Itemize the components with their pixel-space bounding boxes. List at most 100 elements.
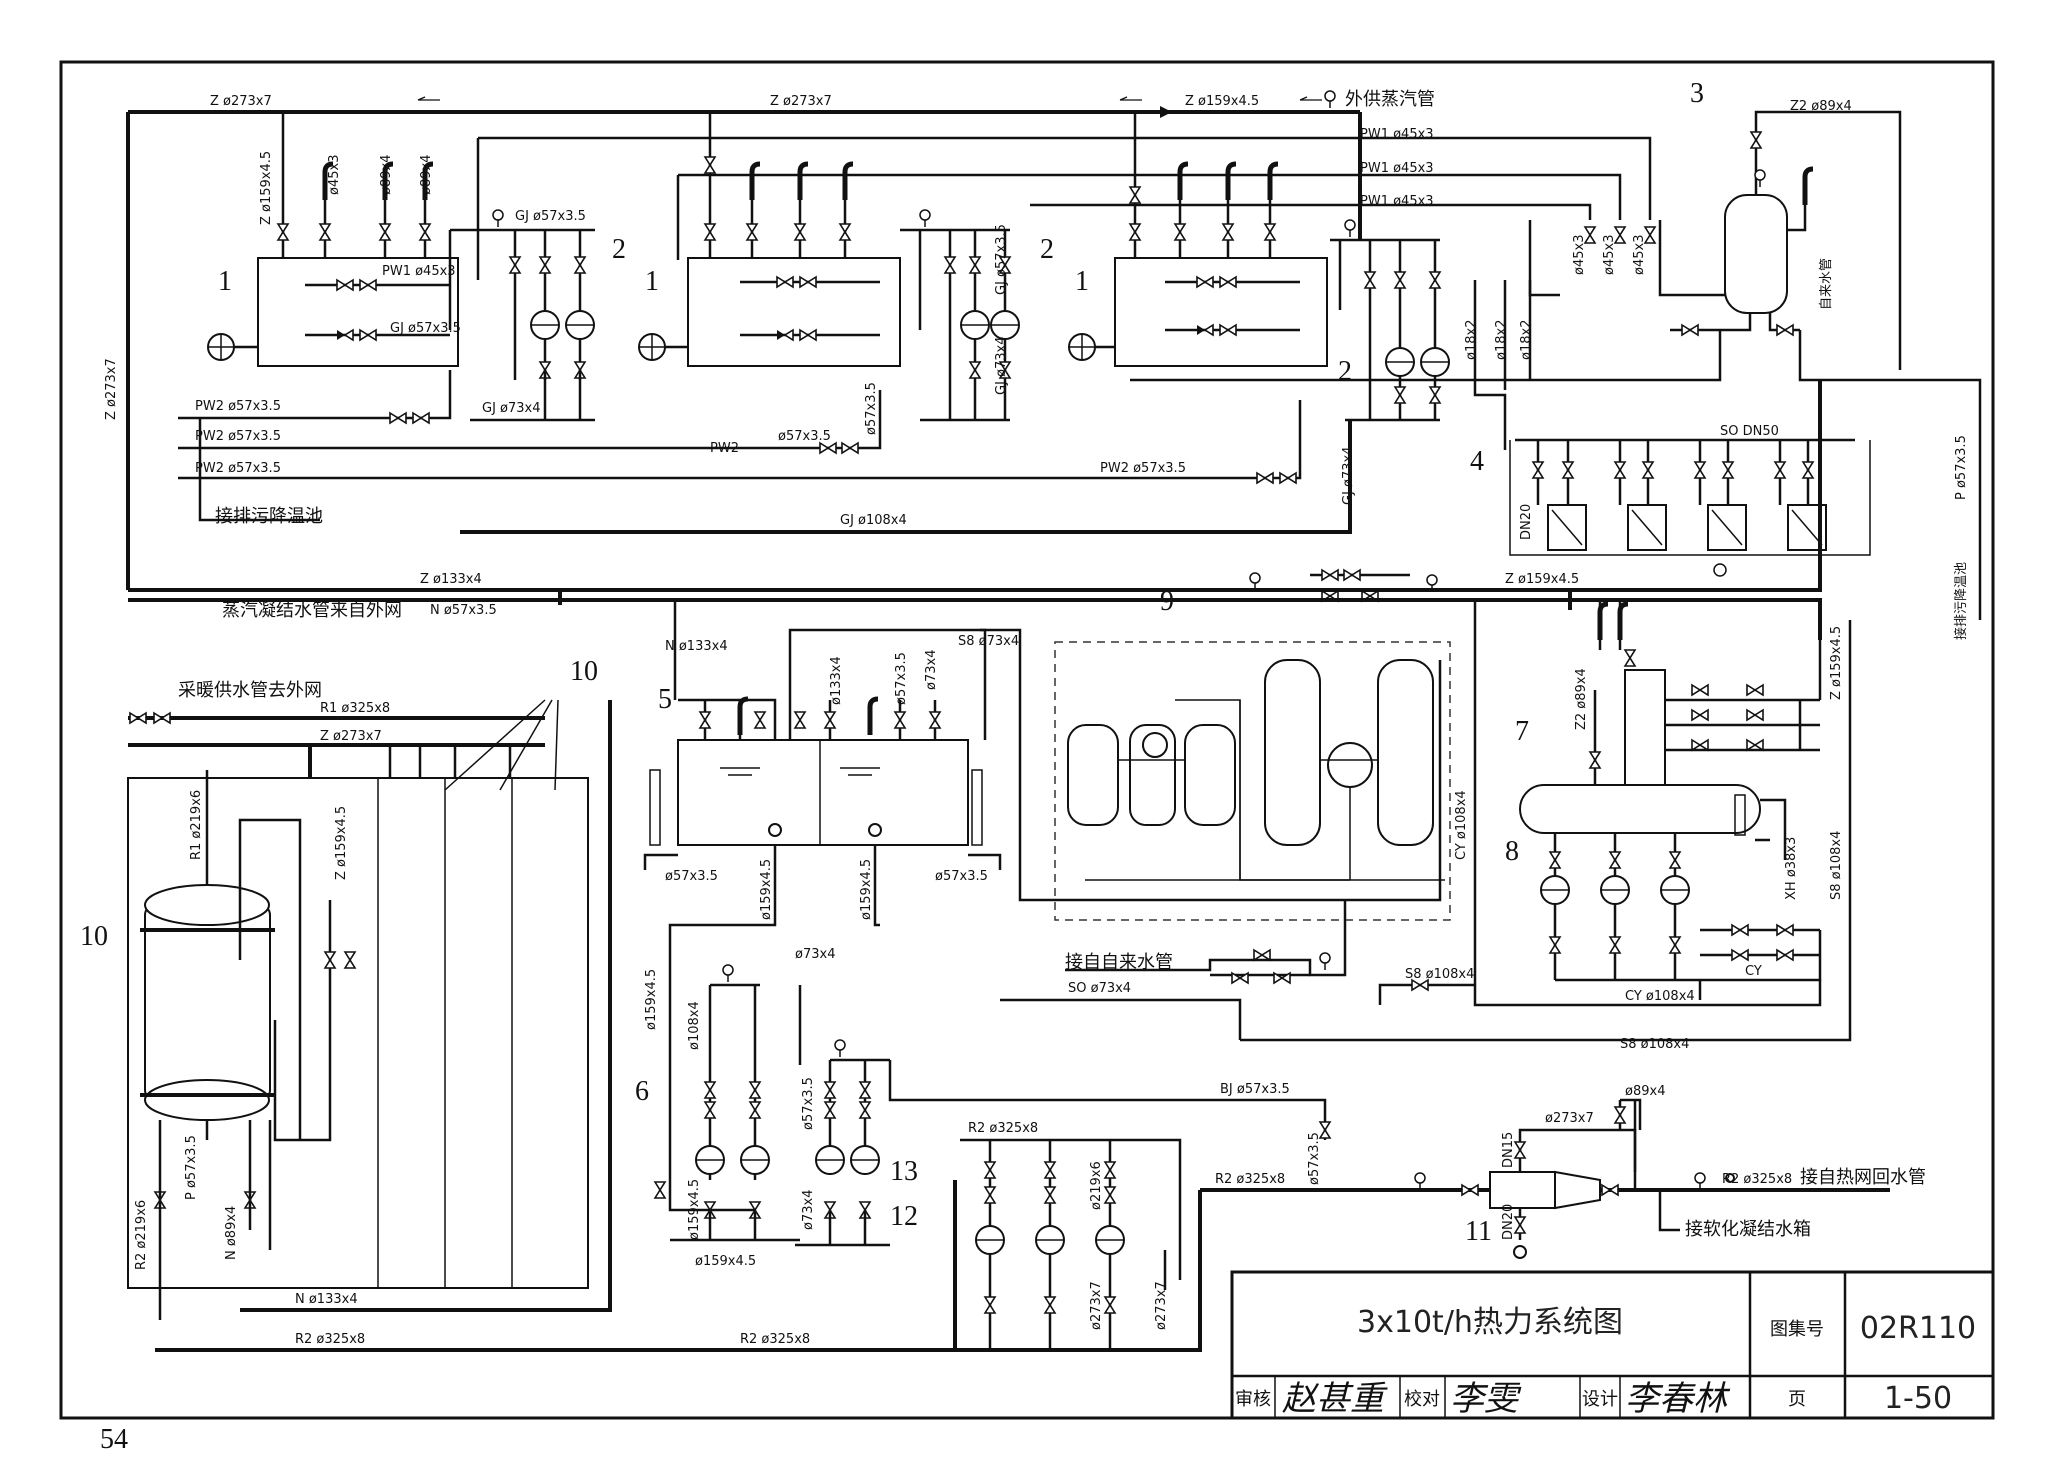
boiler-group (207, 112, 1328, 367)
condensate-tank-5 (643, 600, 1442, 1212)
pipe-label: XH ø38x3 (1784, 837, 1799, 900)
pipe-label: ø73x4 (801, 1190, 816, 1230)
check-signature: 李雯 (1450, 1379, 1522, 1419)
middle-lines (128, 380, 1822, 700)
pipe-label: SO DN50 (1720, 424, 1779, 439)
pipe-label: S8 ø108x4 (1620, 1037, 1689, 1052)
boiler-1 (257, 257, 459, 367)
equipment-tag: 1 (218, 266, 232, 297)
sewage-label: 接排污降温池 (215, 506, 323, 527)
pipe-label: DN20 (1519, 504, 1534, 540)
pipe-label: PW1 ø45x3 (1360, 194, 1434, 209)
equipment-tag: 8 (1505, 836, 1519, 867)
pipe-label: ø108x4 (687, 1001, 702, 1050)
pipe-label: ø273x7 (1154, 1281, 1169, 1330)
pipe-label: R2 ø325x8 (740, 1332, 810, 1347)
pipe-label: ø18x2 (1519, 320, 1534, 360)
equipment-tag: 2 (1040, 234, 1054, 265)
pipe-label: PW1 ø45x3 (382, 264, 456, 279)
page-label: 页 (1788, 1389, 1806, 1410)
equipment-tag: 7 (1515, 716, 1529, 747)
pipe-label: ø45x3 (327, 155, 342, 195)
sheet-border (59, 60, 1995, 1420)
dosing-devices (1473, 280, 1871, 577)
equipment-tag: 4 (1470, 446, 1484, 477)
pw1-lines (476, 136, 1652, 280)
pipe-label: GJ ø73x4 (482, 401, 541, 416)
equipment-tag: 10 (570, 656, 598, 687)
pipe-label: ø89x4 (379, 155, 394, 195)
pipe-label: Z ø159x4.5 (1505, 572, 1579, 587)
pipe-label: ø18x2 (1494, 320, 1509, 360)
pipe-label: P ø57x3.5 (184, 1135, 199, 1200)
pipe-label: PW2 (710, 441, 739, 456)
deaerator-7 (1000, 600, 1852, 1042)
pipe-label: N ø133x4 (665, 639, 728, 654)
design-label: 设计 (1582, 1389, 1618, 1410)
pipe-label: CY (1745, 964, 1762, 979)
pipe-label: PW2 ø57x3.5 (195, 399, 281, 414)
pipe-label: R1 ø325x8 (320, 701, 390, 716)
pipe-label: Z ø159x4.5 (1829, 626, 1844, 700)
pipe-label: ø45x3 (1572, 235, 1587, 275)
pipe-label: ø57x3.5 (935, 869, 988, 884)
review-signature: 赵甚重 (1282, 1379, 1388, 1419)
pipe-label: ø57x3.5 (864, 382, 879, 435)
pipe-label: ø159x4.5 (859, 859, 874, 920)
sheet-number: 54 (100, 1424, 128, 1455)
pipe-label: Z ø273x7 (320, 729, 382, 744)
tap-water-in-label: 接自自来水管 (1065, 952, 1173, 973)
check-label: 校对 (1404, 1389, 1440, 1410)
pipe-label: DN20 (1501, 1204, 1516, 1240)
gj-main (460, 420, 1352, 534)
pipe-label: ø273x7 (1089, 1281, 1104, 1330)
pipe-label: ø45x3 (1632, 235, 1647, 275)
pipe-label: N ø133x4 (295, 1292, 358, 1307)
equipment-tag: 9 (1160, 586, 1174, 617)
equipment-tag: 12 (890, 1201, 918, 1232)
pipe-label: ø159x4.5 (644, 969, 659, 1030)
heat-supply-out-label: 采暖供水管去外网 (178, 680, 322, 701)
deaerator-3 (1130, 110, 1982, 620)
pipe-label: PW2 ø57x3.5 (195, 429, 281, 444)
pipe-label: ø159x4.5 (759, 859, 774, 920)
pipe-label: PW1 ø45x3 (1360, 127, 1434, 142)
pipe-label: S8 ø108x4 (1405, 967, 1474, 982)
pipe-label: BJ ø57x3.5 (1220, 1082, 1290, 1097)
pipe-label: R2 ø325x8 (1722, 1172, 1792, 1187)
pipe-label: P ø57x3.5 (1954, 435, 1969, 500)
equipment-tag: 1 (645, 266, 659, 297)
heat-exchanger-10 (127, 699, 957, 1352)
pipe-label: Z2 ø89x4 (1790, 99, 1852, 114)
atlas-label: 图集号 (1770, 1319, 1824, 1340)
pipe-label: N ø89x4 (224, 1206, 239, 1260)
atlas-number: 02R110 (1860, 1311, 1976, 1346)
design-signature: 李春林 (1625, 1379, 1731, 1419)
pipe-label: S8 ø108x4 (1829, 831, 1844, 900)
title-block (1230, 1270, 1995, 1420)
pumps-13 (795, 1039, 1331, 1247)
pipe-label: N ø57x3.5 (430, 603, 497, 618)
equipment-tag: 11 (1465, 1216, 1492, 1247)
water-treatment-9 (1054, 641, 1451, 921)
pipe-label: ø73x4 (795, 947, 835, 962)
pipe-label: ø18x2 (1464, 320, 1479, 360)
pipe-label: R2 ø325x8 (295, 1332, 365, 1347)
pipe-label: CY ø108x4 (1625, 989, 1695, 1004)
external-steam-label: 外供蒸汽管 (1345, 89, 1435, 110)
pipe-label: GJ ø73x4 (994, 337, 1009, 396)
feed-pumps (448, 209, 1450, 422)
pipe-label: PW2 ø57x3.5 (1100, 461, 1186, 476)
pipe-label: GJ ø57x3.5 (994, 224, 1009, 295)
equipment-tag: 13 (890, 1156, 918, 1187)
pumps-6 (654, 964, 802, 1242)
pipe-label: ø159x4.5 (687, 1179, 702, 1240)
pipe-label: ø89x4 (419, 155, 434, 195)
pipe-label: ø57x3.5 (1307, 1132, 1322, 1185)
soft-condensate-label: 接软化凝结水箱 (1685, 1219, 1811, 1240)
pipe-label: GJ ø108x4 (840, 513, 907, 528)
pipe-label: Z ø273x7 (210, 94, 272, 109)
equipment-tag: 3 (1690, 78, 1704, 109)
pipe-label: CY ø108x4 (1454, 790, 1469, 860)
pipe-label: R2 ø325x8 (968, 1121, 1038, 1136)
